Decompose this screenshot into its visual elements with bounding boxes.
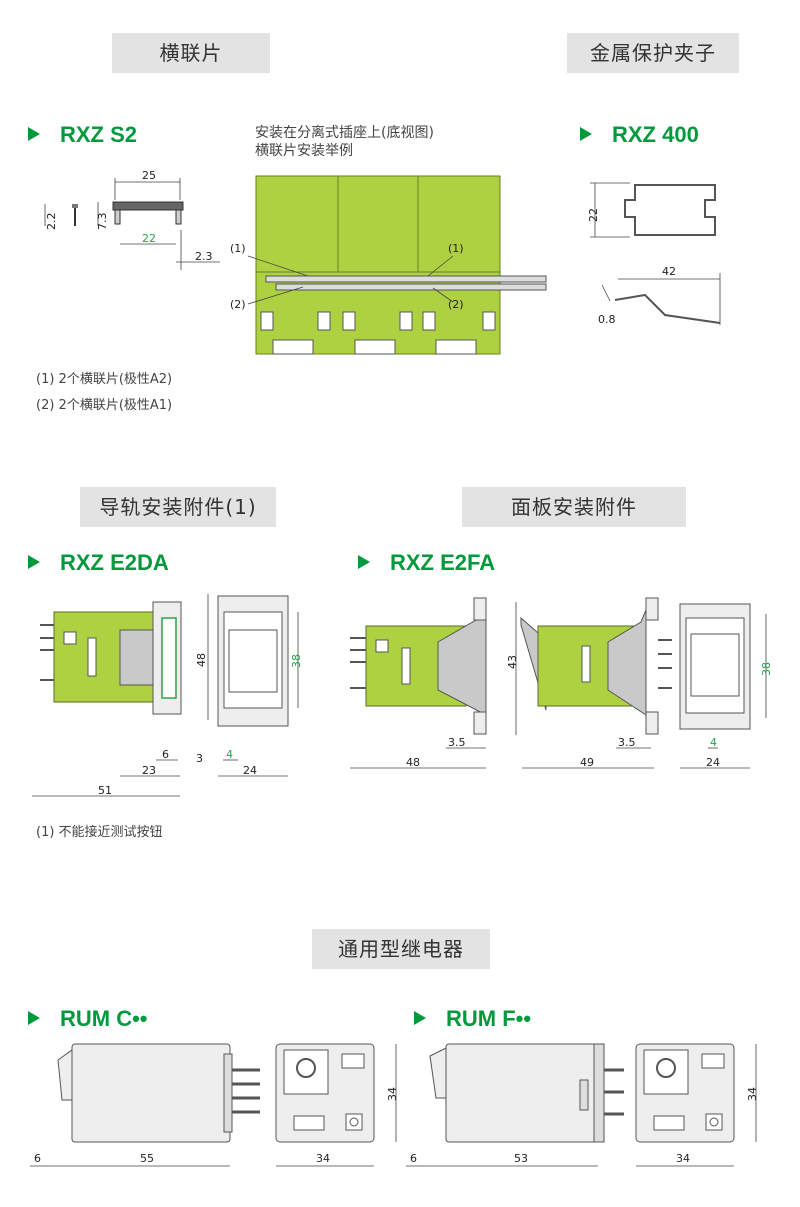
dim-label: 25 — [142, 169, 156, 182]
dim-label: 42 — [662, 265, 676, 278]
product-label: RXZ 400 — [612, 122, 699, 147]
section-title-panel-accessory: 面板安装附件 — [462, 487, 686, 527]
dim-label: 24 — [706, 756, 720, 769]
dim-label: 53 — [514, 1152, 528, 1165]
product-label: RUM F•• — [446, 1006, 532, 1031]
dim-label: 48 — [195, 653, 208, 667]
dim-label: 34 — [316, 1152, 330, 1165]
dim-label: 55 — [140, 1152, 154, 1165]
section-title-metal-clip: 金属保护夹子 — [567, 33, 739, 73]
product-rum-c: RUM C•• — [28, 1006, 148, 1032]
dim-label: 51 — [98, 784, 112, 797]
dim-label: 6 — [410, 1152, 417, 1165]
dim-label: 2.2 — [45, 213, 58, 231]
dim-label: 38 — [290, 654, 303, 668]
note-1: (1) 2个横联片(极性A2) — [36, 372, 173, 387]
section-title-rail-accessory: 导轨安装附件(1) — [80, 487, 276, 527]
dim-label: 7.3 — [96, 213, 109, 231]
bullet-triangle-icon — [580, 127, 592, 141]
dim-label: 23 — [142, 764, 156, 777]
rxz-400-drawing: 22 42 0.8 — [587, 182, 721, 326]
product-rxz-400: RXZ 400 — [580, 122, 699, 148]
bullet-triangle-icon — [414, 1011, 426, 1025]
bullet-triangle-icon — [28, 555, 40, 569]
dim-label: 34 — [386, 1087, 399, 1101]
dim-label: 4 — [226, 748, 233, 761]
dim-label: 22 — [142, 232, 156, 245]
note-3: (1) 不能接近测试按钮 — [36, 825, 163, 840]
dim-label: 49 — [580, 756, 594, 769]
dim-label: 3 — [196, 752, 203, 765]
caption-line: 安装在分离式插座上(底视图) — [255, 125, 434, 141]
dim-label: 48 — [406, 756, 420, 769]
product-rxz-s2: RXZ S2 — [28, 122, 137, 148]
rxz-s2-drawing: 25 22 2.3 2.2 7.3 — [44, 169, 220, 270]
dim-label: 6 — [34, 1152, 41, 1165]
mounting-caption: 安装在分离式插座上(底视图) 横联片安装举例 — [255, 124, 434, 160]
section-title-cross-link: 横联片 — [112, 33, 270, 73]
section-title-relay: 通用型继电器 — [312, 929, 490, 969]
rum-f-drawing: 6 53 34 34 — [406, 1043, 759, 1167]
dim-label: 3.5 — [618, 736, 636, 749]
bullet-triangle-icon — [28, 127, 40, 141]
product-rxz-e2da: RXZ E2DA — [28, 550, 169, 576]
dim-label: 34 — [746, 1087, 759, 1101]
mounting-example-drawing: (1) (2) (1) (2) — [230, 175, 547, 355]
rum-c-drawing: 6 55 34 34 — [30, 1043, 399, 1167]
bullet-triangle-icon — [358, 555, 370, 569]
product-label: RUM C•• — [60, 1006, 148, 1031]
rxz-e2da-drawing: 48 38 6 3 4 23 24 51 — [32, 594, 303, 797]
product-label: RXZ E2FA — [390, 550, 496, 575]
bullet-triangle-icon — [28, 1011, 40, 1025]
caption-line: 横联片安装举例 — [255, 143, 353, 159]
dim-label: 34 — [676, 1152, 690, 1165]
dim-label: 6 — [162, 748, 169, 761]
rxz-e2fa-drawing: 43 3.5 48 3.5 49 38 4 24 — [350, 597, 773, 769]
dim-label: 24 — [243, 764, 257, 777]
dim-label: 43 — [506, 655, 519, 669]
callout-1: (1) — [448, 242, 464, 255]
dim-label: 4 — [710, 736, 717, 749]
product-rum-f: RUM F•• — [414, 1006, 531, 1032]
dim-label: 38 — [760, 662, 773, 676]
callout-2: (2) — [230, 298, 246, 311]
product-rxz-e2fa: RXZ E2FA — [358, 550, 495, 576]
product-label: RXZ E2DA — [60, 550, 169, 575]
dim-label: 2.3 — [195, 250, 213, 263]
dim-label: 22 — [587, 208, 600, 222]
dim-label: 3.5 — [448, 736, 466, 749]
callout-1: (1) — [230, 242, 246, 255]
product-label: RXZ S2 — [60, 122, 138, 147]
note-2: (2) 2个横联片(极性A1) — [36, 398, 173, 413]
dim-label: 0.8 — [598, 313, 616, 326]
